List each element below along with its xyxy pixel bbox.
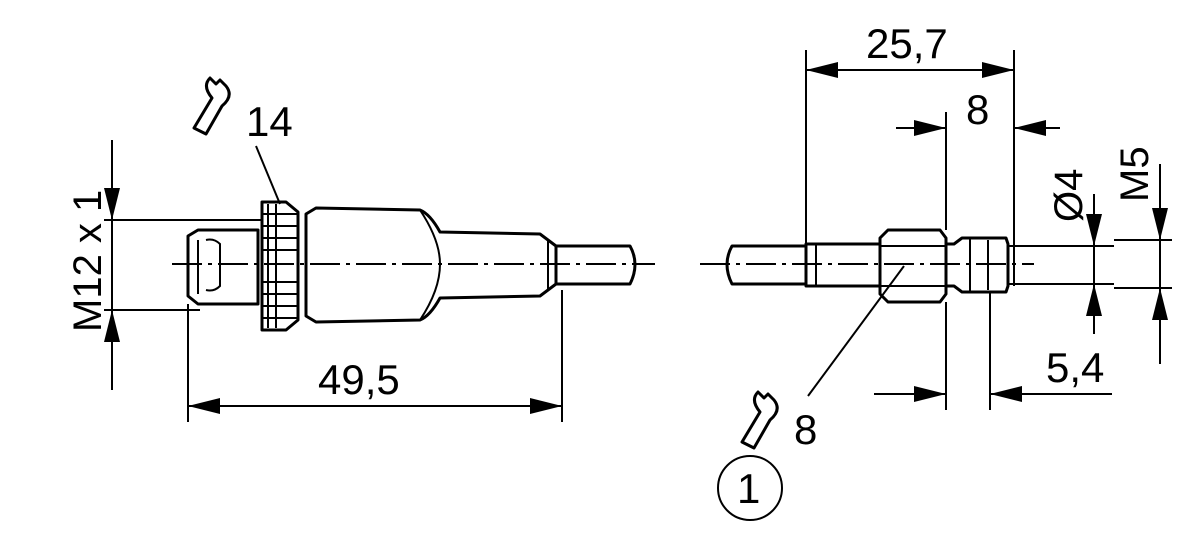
wrench-icon (740, 390, 779, 450)
length-8-label: 8 (966, 86, 989, 133)
wrench-14-label: 14 (246, 98, 293, 145)
m12-thread-label: M12 x 1 (66, 190, 110, 332)
wrench-14-callout: 14 (192, 76, 293, 205)
length-49-5-dimension: 49,5 (187, 290, 563, 422)
right-cable (725, 244, 806, 286)
length-5-4-dimension: 5,4 (874, 292, 1112, 410)
callout-1-label: 1 (737, 465, 760, 512)
wrench-8-callout: 8 (740, 265, 905, 453)
length-25-7-dimension: 25,7 (805, 20, 1015, 286)
diameter-4-dimension: Ø4 (1008, 169, 1114, 334)
hex-nut (878, 228, 948, 304)
m12-connector: M12 x 1 14 49,5 (66, 76, 655, 422)
m12-dimension: M12 x 1 (66, 140, 262, 390)
left-cable (556, 244, 637, 286)
connector-nose (186, 228, 260, 306)
wrench-8-label: 8 (794, 406, 817, 453)
wrench-icon (192, 76, 231, 136)
length-8-dimension: 8 (896, 86, 1060, 230)
m5-tip (944, 236, 1010, 294)
length-49-5-label: 49,5 (318, 356, 400, 403)
m5-thread-dimension: M5 (1113, 146, 1172, 364)
callout-1: 1 (717, 455, 783, 521)
diameter-4-label: Ø4 (1047, 169, 1091, 222)
length-5-4-label: 5,4 (1046, 344, 1104, 391)
m5-fitting: 25,7 8 Ø4 M5 (700, 20, 1172, 521)
knurled-nut (260, 200, 300, 332)
length-25-7-label: 25,7 (866, 20, 948, 67)
m5-thread-label: M5 (1113, 146, 1157, 202)
